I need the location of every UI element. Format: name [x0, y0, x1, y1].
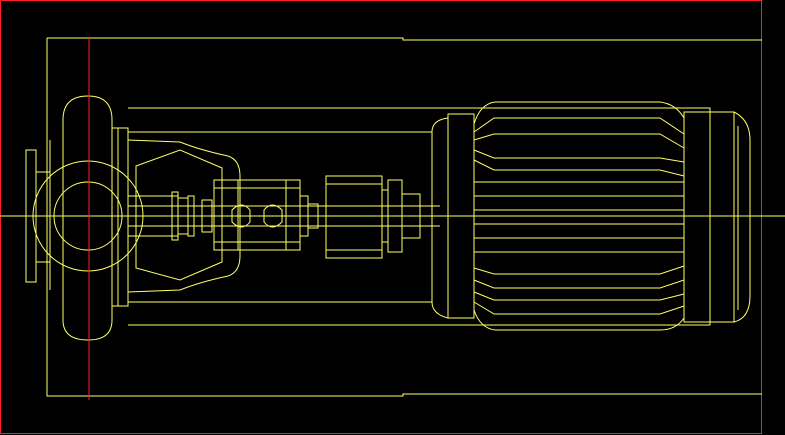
motor-coupling-hub [325, 175, 433, 259]
pump-casing [25, 95, 144, 341]
motor [128, 101, 751, 331]
base-frame [46, 37, 762, 397]
coupling [213, 179, 319, 251]
viewport-frame [0, 0, 762, 434]
